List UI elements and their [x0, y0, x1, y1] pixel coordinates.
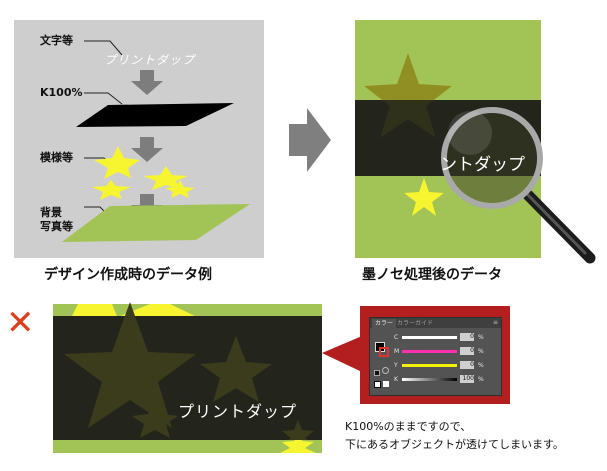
palette-tab-color-guide[interactable]: カラーガイド	[397, 320, 434, 327]
see-through-star-4	[282, 420, 314, 440]
black-swatch[interactable]	[374, 370, 380, 376]
bottom-see-through-stars	[64, 302, 314, 440]
channel-value-m: 0	[470, 347, 474, 354]
channel-value-y: 0	[470, 361, 474, 368]
channel-slider-m[interactable]	[402, 350, 457, 353]
stroke-swatch[interactable]	[379, 347, 389, 357]
channel-slider-c[interactable]	[402, 336, 457, 339]
channel-value-k: 100	[462, 375, 474, 382]
pattern-star-4	[165, 180, 195, 198]
magnifier-handle-highlight	[526, 193, 587, 255]
processed-data-caption: 墨ノセ処理後のデータ	[362, 267, 502, 283]
channel-field-y[interactable]: 0	[460, 361, 474, 369]
palette-menu-icon[interactable]: ≡	[492, 319, 498, 326]
see-through-star-1	[64, 302, 196, 428]
white-swatch[interactable]	[383, 381, 389, 387]
bottom-print-text: プリントダップ	[178, 402, 298, 421]
channel-row-k: K 100 %	[394, 374, 498, 385]
bottom-star-top-left	[72, 304, 117, 316]
channel-slider-y[interactable]	[402, 364, 457, 367]
magnified-text: ントダップ	[440, 155, 525, 175]
channel-field-c[interactable]: 0	[460, 333, 474, 341]
leader-line-text	[84, 40, 123, 56]
pattern-star-2	[92, 180, 131, 200]
magnifier-rim	[441, 107, 543, 209]
channel-field-k[interactable]: 100	[460, 375, 474, 383]
color-palette-panel: カラー カラーガイド ≡ C 0 % M 0 % Y 0 % K 100 %	[369, 317, 502, 396]
channel-row-m: M 0 %	[394, 346, 498, 357]
overprint-star-shadow	[364, 53, 452, 138]
channel-row-c: C 0 %	[394, 332, 498, 343]
pattern-stars-layer	[92, 146, 195, 200]
pattern-star-3	[143, 166, 188, 190]
reset-swatch-icon[interactable]	[374, 381, 381, 388]
channel-label-k: K	[394, 376, 398, 383]
down-arrow-1	[131, 70, 163, 95]
note-line-1: K100%のままですので、	[345, 420, 472, 433]
process-arrow	[289, 108, 331, 172]
design-data-caption: デザイン作成時のデータ例	[44, 267, 212, 283]
channel-row-y: Y 0 %	[394, 360, 498, 371]
callout-pointer	[322, 336, 362, 372]
label-pattern-layer: 模様等	[40, 151, 73, 164]
print-text-layer: プリントダップ	[104, 53, 196, 67]
k100-layer	[76, 103, 234, 127]
label-bg-layer-line1: 背景	[40, 206, 62, 219]
channel-unit-m: %	[478, 348, 484, 355]
channel-unit-c: %	[478, 334, 484, 341]
pattern-star-1	[94, 146, 140, 179]
channel-label-c: C	[394, 334, 399, 341]
out-of-gamut-icon	[382, 367, 389, 374]
channel-field-m[interactable]: 0	[460, 347, 474, 355]
see-through-star-3	[132, 400, 178, 438]
channel-value-c: 0	[470, 333, 474, 340]
label-text-layer: 文字等	[40, 34, 73, 47]
magnifier-lens	[447, 113, 537, 203]
channel-label-m: M	[394, 348, 400, 355]
channel-unit-y: %	[478, 362, 484, 369]
magnifier-lens-shine	[448, 111, 492, 155]
channel-unit-k: %	[478, 376, 484, 383]
channel-slider-k[interactable]	[402, 378, 457, 381]
label-k100-layer: K100%	[40, 86, 83, 99]
down-arrow-2	[131, 137, 163, 162]
palette-tab-color[interactable]: カラー	[372, 319, 397, 328]
processed-star-small	[404, 178, 444, 216]
label-bg-layer-line2: 写真等	[40, 220, 73, 233]
see-through-star-2	[200, 336, 272, 402]
channel-label-y: Y	[394, 362, 398, 369]
leader-line-k100	[84, 92, 123, 105]
error-cross-icon: ✕	[6, 303, 35, 343]
note-line-2: 下にあるオブジェクトが透けてしまいます。	[345, 438, 564, 451]
bottom-star-bottom	[280, 432, 316, 453]
background-layer	[62, 204, 250, 242]
palette-tab-bar: カラー カラーガイド ≡	[370, 318, 501, 328]
